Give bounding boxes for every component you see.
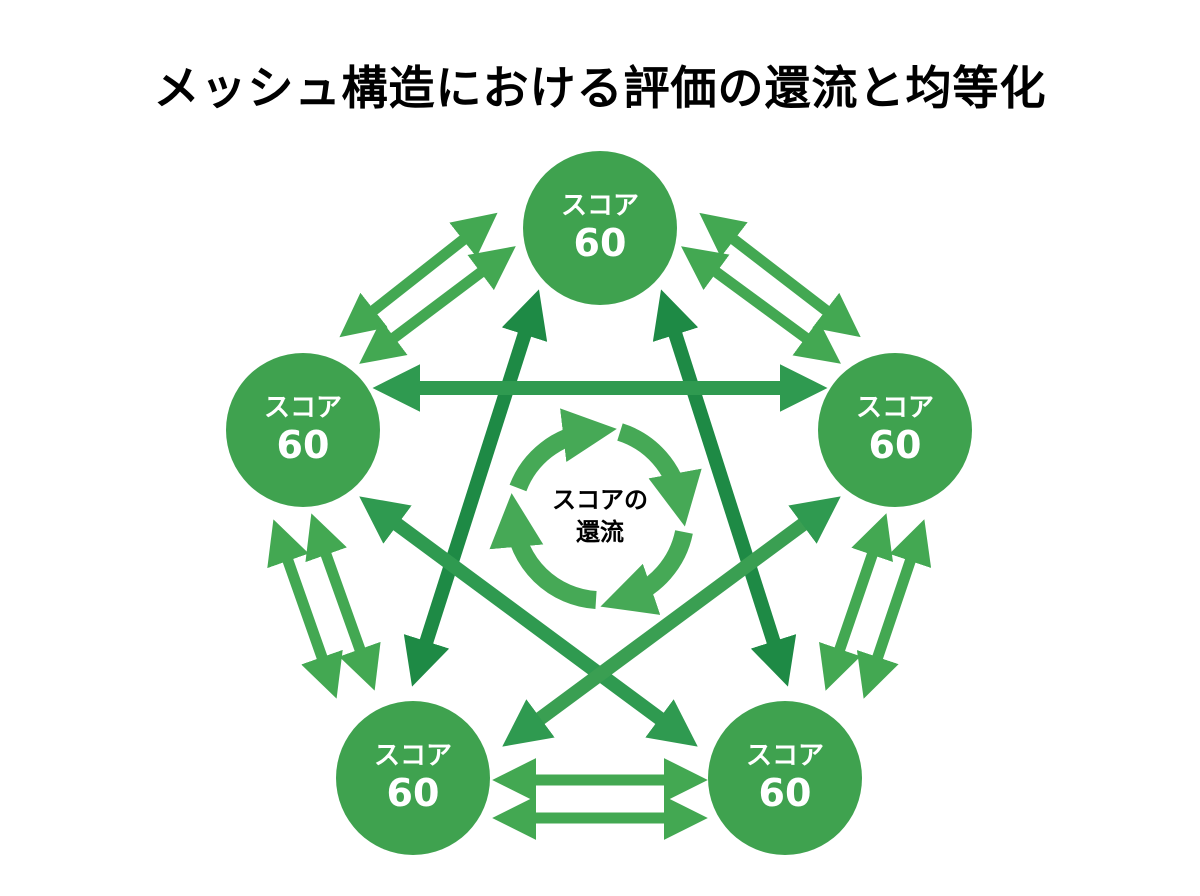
node-label: スコア [745,741,824,771]
edge-top-right [681,212,861,364]
cycle-arrows [489,408,702,615]
node-label: スコア [263,393,342,423]
node-value: 60 [868,423,922,467]
score-node-bottom-right: スコア 60 [708,701,862,855]
edge-right-bottomright [819,513,932,699]
node-value: 60 [573,221,627,265]
edge-top-left [339,212,516,364]
node-value: 60 [758,771,812,815]
score-node-right: スコア 60 [818,353,972,507]
center-line-2: 還流 [576,518,624,546]
center-label: スコアの 還流 [520,484,680,548]
node-label: スコア [560,191,639,221]
center-line-1: スコアの [552,486,648,514]
edge-bottomleft-bottomright [492,758,708,840]
edge-left-bottomleft [267,513,381,699]
score-node-left: スコア 60 [226,353,380,507]
node-value: 60 [386,771,440,815]
node-label: スコア [373,741,452,771]
score-node-top: スコア 60 [523,151,677,305]
node-label: スコア [855,393,934,423]
score-node-bottom-left: スコア 60 [336,701,490,855]
node-value: 60 [276,423,330,467]
star-right-bottomleft [502,496,841,747]
page-title: メッシュ構造における評価の還流と均等化 [153,61,1047,115]
